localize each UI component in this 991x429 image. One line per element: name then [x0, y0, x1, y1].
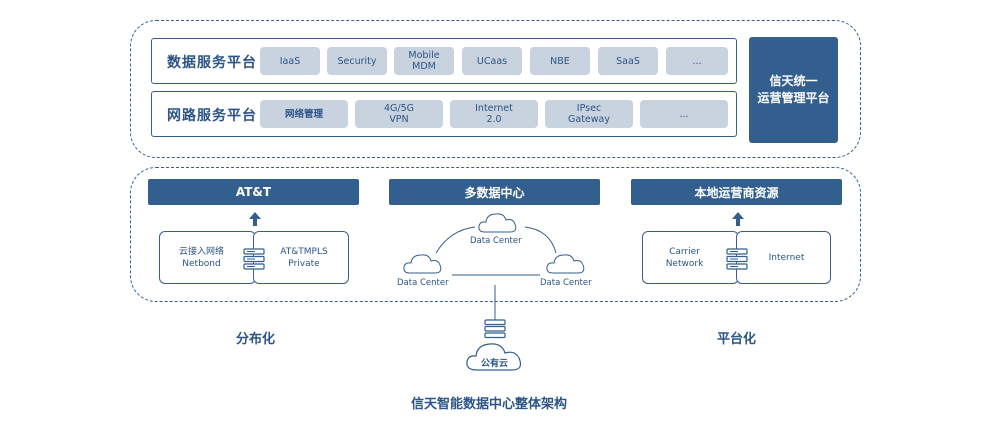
- server-icon: [726, 248, 748, 270]
- server-icon: [243, 248, 265, 270]
- arrow-up-icon: [249, 212, 261, 226]
- cloud-icon: [546, 254, 585, 274]
- chip-saas: SaaS: [598, 47, 658, 75]
- network-service-title: 网路服务平台: [167, 108, 257, 124]
- public-cloud-label: 公有云: [481, 359, 509, 369]
- server-icon: [484, 319, 506, 339]
- diagram-title: 信天智能数据中心整体架构: [411, 397, 568, 412]
- caption-platform: 平台化: [717, 332, 757, 347]
- unified-ops-platform: 信天统一 运营管理平台: [749, 37, 838, 143]
- public-cloud-connector: [494, 285, 496, 320]
- att-mpls-card: AT&TMPLS Private: [253, 231, 349, 284]
- chip-mobile-mdm: Mobile MDM: [394, 47, 454, 75]
- carrier-network-card: Carrier Network: [642, 231, 739, 284]
- network-service-row: 网路服务平台 网络管理 4G/5G VPN Internet 2.0 IPsec…: [151, 91, 737, 137]
- chip-network-more: ...: [640, 100, 728, 128]
- cloud-icon: [478, 213, 517, 233]
- dc-left-label: Data Center: [397, 278, 449, 288]
- chip-iaas: IaaS: [260, 47, 320, 75]
- internet-card: Internet: [736, 231, 831, 284]
- data-service-row: 数据服务平台 IaaS Security Mobile MDM UCaas NB…: [151, 38, 737, 84]
- chip-nbe: NBE: [530, 47, 590, 75]
- platform-container: [130, 20, 861, 158]
- att-header: AT&T: [148, 179, 359, 205]
- chip-4g5g-vpn: 4G/5G VPN: [355, 100, 443, 128]
- chip-internet-2: Internet 2.0: [450, 100, 538, 128]
- cloud-icon: [403, 254, 442, 274]
- chip-network-mgmt: 网络管理: [260, 100, 348, 128]
- dc-right-label: Data Center: [540, 278, 592, 288]
- caption-distributed: 分布化: [236, 332, 276, 347]
- public-cloud-icon: [466, 343, 522, 371]
- arrow-up-icon: [732, 212, 744, 226]
- chip-ipsec-gateway: IPsec Gateway: [545, 100, 633, 128]
- chip-ucaas: UCaas: [462, 47, 522, 75]
- chip-more: ...: [666, 47, 728, 75]
- dc-top-label: Data Center: [470, 236, 522, 246]
- dc-connections: [435, 226, 557, 276]
- data-service-title: 数据服务平台: [167, 55, 257, 71]
- att-netbond-card: 云接入网络 Netbond: [159, 231, 256, 284]
- multi-dc-header: 多数据中心: [389, 179, 600, 205]
- local-operator-header: 本地运营商资源: [631, 179, 842, 205]
- chip-security: Security: [327, 47, 387, 75]
